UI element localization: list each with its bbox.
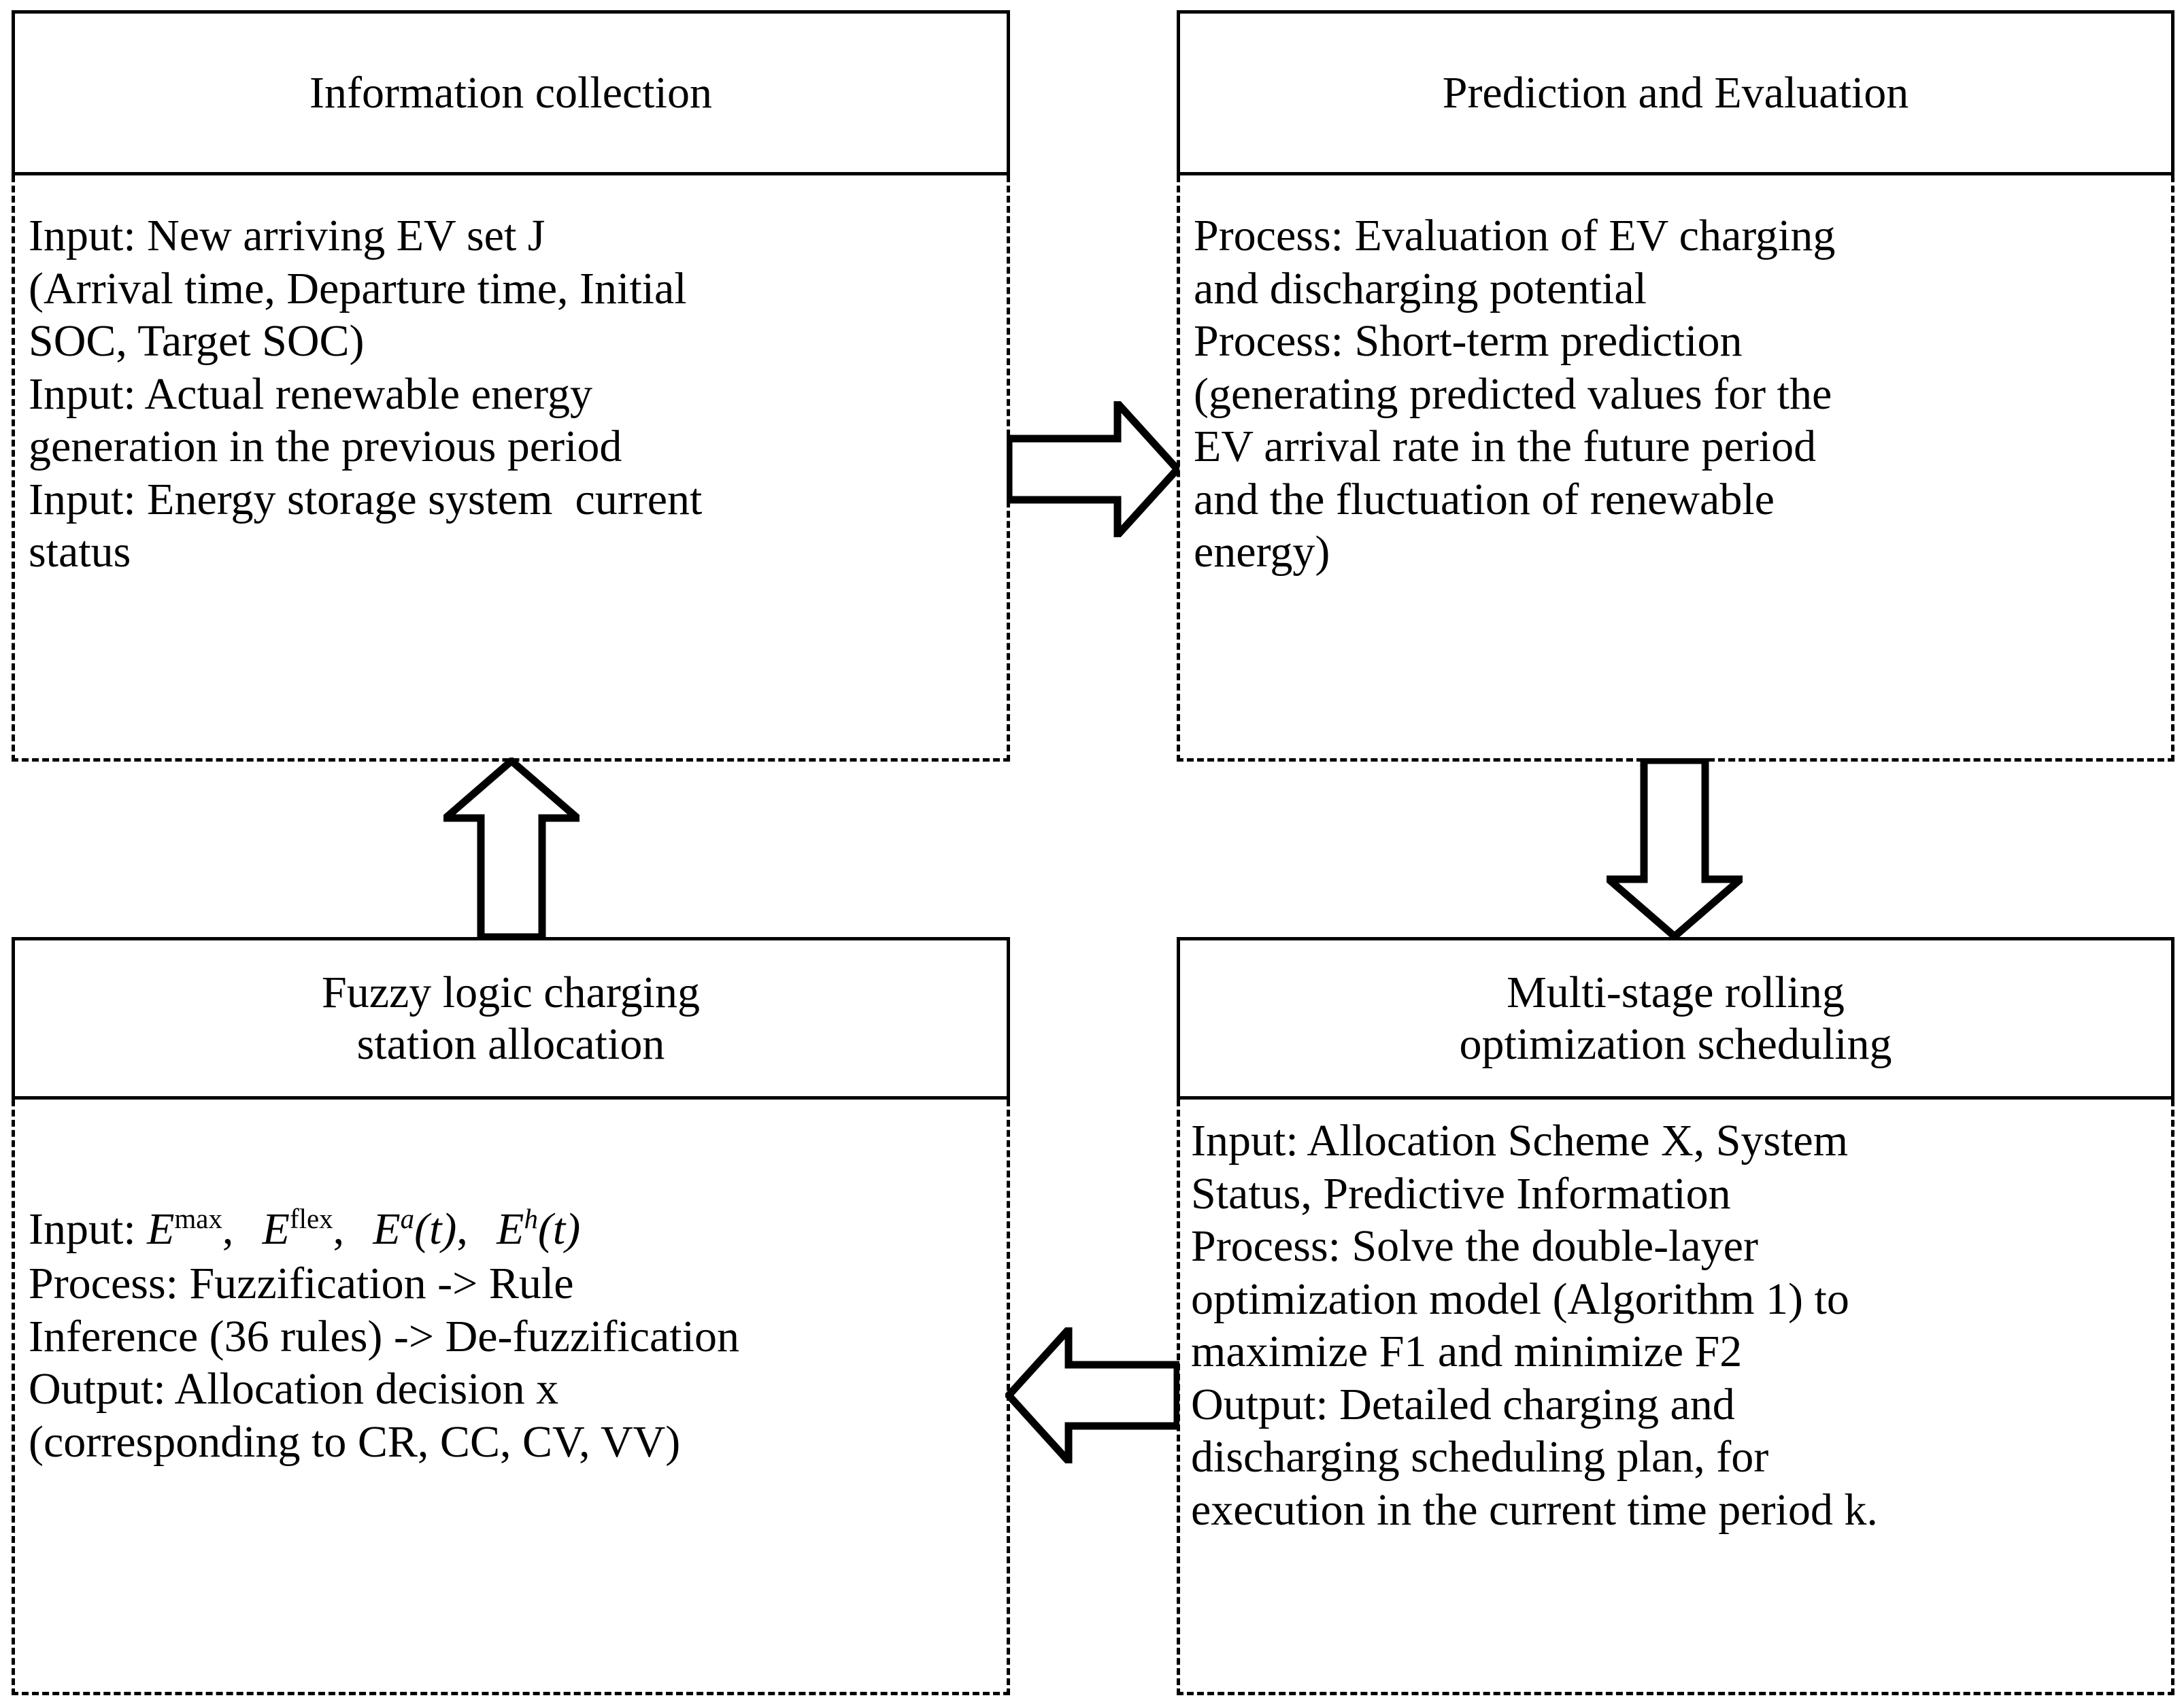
math-symbol-E-max-sup: max (174, 1204, 222, 1234)
arrow-left-icon (1005, 1327, 1179, 1463)
math-symbol-E-max-base: E (147, 1204, 175, 1254)
arrow-up-icon (443, 758, 579, 940)
math-symbol-E-h-arg: (t) (537, 1204, 581, 1254)
math-comma-2: , (333, 1204, 345, 1254)
math-symbol-E-a-base: E (373, 1204, 401, 1254)
block-header-label: Fuzzy logic charging station allocation (322, 968, 700, 1069)
block-fuzzy-logic-charging-station-allocation: Fuzzy logic charging station allocation … (12, 937, 1010, 1695)
block-header-label: Multi-stage rolling optimization schedul… (1459, 968, 1892, 1069)
block-header-label: Prediction and Evaluation (1442, 67, 1909, 118)
block-multi-stage-rolling-optimization-scheduling: Multi-stage rolling optimization schedul… (1177, 937, 2174, 1695)
math-symbol-E-a-sup: a (400, 1204, 415, 1234)
arrow-right-icon (1007, 401, 1179, 537)
block-header-information-collection: Information collection (12, 10, 1010, 175)
block-header-fuzzy-logic-charging-station-allocation: Fuzzy logic charging station allocation (12, 937, 1010, 1100)
block-body-prediction-and-evaluation: Process: Evaluation of EV charging and d… (1177, 175, 2174, 762)
math-symbol-E-h-sup: h (524, 1204, 538, 1234)
block-body-text: Input: New arriving EV set J (Arrival ti… (29, 211, 703, 577)
math-symbol-E-flex-sup: flex (289, 1204, 333, 1234)
arrow-down-icon (1607, 758, 1743, 938)
math-comma-1: , (222, 1204, 234, 1254)
block-header-prediction-and-evaluation: Prediction and Evaluation (1177, 10, 2174, 175)
block-body-fuzzy-logic-charging-station-allocation: Input: Emax,Eflex,Ea(t),Eh(t) Process: F… (12, 1100, 1010, 1695)
math-prefix: Input: (29, 1204, 148, 1254)
fuzzy-input-math-line: Input: Emax,Eflex,Ea(t),Eh(t) (29, 1203, 1003, 1256)
block-body-multi-stage-rolling-optimization-scheduling: Input: Allocation Scheme X, System Statu… (1177, 1100, 2174, 1695)
block-body-text: Process: Evaluation of EV charging and d… (1194, 211, 1836, 577)
math-symbol-E-h-base: E (497, 1204, 524, 1254)
math-symbol-E-a-arg: (t) (414, 1204, 457, 1254)
math-comma-3: , (456, 1204, 468, 1254)
block-body-text: Input: Allocation Scheme X, System Statu… (1191, 1116, 1878, 1535)
block-information-collection: Information collection Input: New arrivi… (12, 10, 1010, 762)
block-prediction-and-evaluation: Prediction and Evaluation Process: Evalu… (1177, 10, 2174, 762)
block-header-label: Information collection (309, 67, 712, 118)
math-symbol-E-flex-base: E (262, 1204, 290, 1254)
block-body-text: Process: Fuzzification -> Rule Inference… (29, 1259, 739, 1467)
block-body-information-collection: Input: New arriving EV set J (Arrival ti… (12, 175, 1010, 762)
block-header-multi-stage-rolling-optimization-scheduling: Multi-stage rolling optimization schedul… (1177, 937, 2174, 1100)
